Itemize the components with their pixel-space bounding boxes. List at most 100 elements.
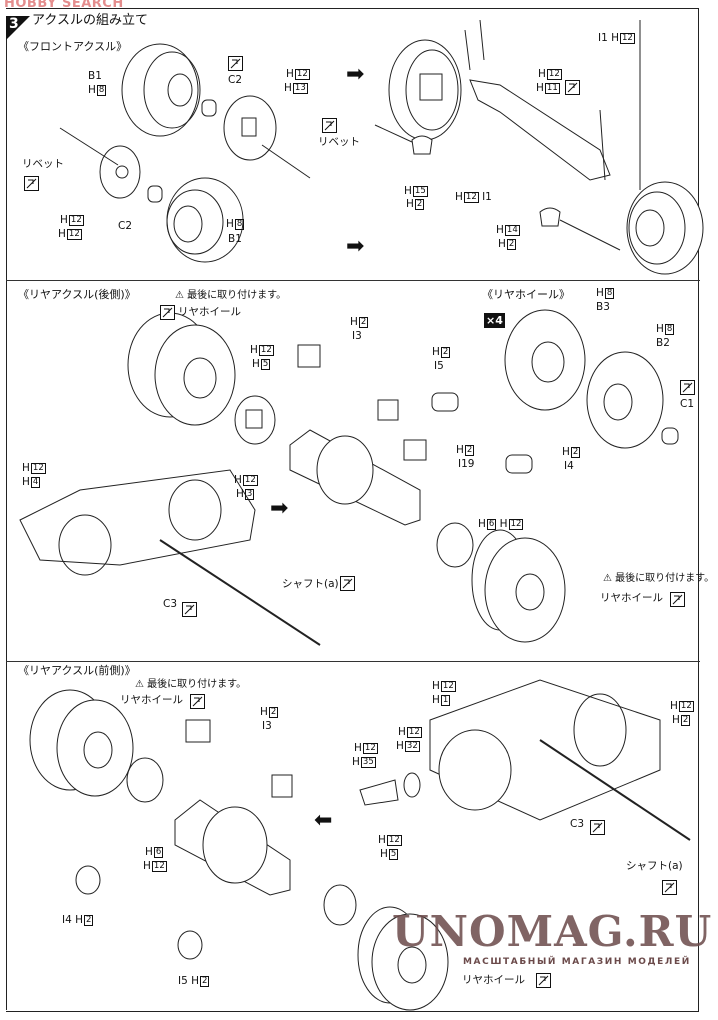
part-label: B3 xyxy=(596,301,610,313)
part-label: I3 xyxy=(352,330,362,342)
part-label: シャフト(a) xyxy=(626,860,683,872)
small-parts-i-front xyxy=(75,719,293,960)
front-axle-heading: 《フロントアクスル》 xyxy=(18,40,128,53)
page-frame xyxy=(6,8,699,1012)
rear-wheel-heading: 《リヤホイール》 xyxy=(482,288,570,301)
unomag-watermark-subtitle: МАСШТАБНЫЙ МАГАЗИН МОДЕЛЕЙ xyxy=(463,957,691,967)
part-label: リヤホイール xyxy=(120,694,183,706)
step-badge xyxy=(6,16,30,40)
front-wheel-top-left xyxy=(121,43,201,137)
collar-c2 xyxy=(147,99,217,203)
cement-icon xyxy=(670,592,685,607)
unomag-watermark: UNOMAG.RU xyxy=(392,907,713,956)
part-label: リベット xyxy=(22,158,64,170)
shaft-a xyxy=(159,539,321,646)
part-label: リヤホイール xyxy=(462,974,525,986)
step-title: アクスルの組み立て xyxy=(32,13,148,28)
quantity-badge: ×4 xyxy=(484,313,505,328)
front-axle-assembly xyxy=(374,19,704,275)
note-text: 最後に取り付けます。 xyxy=(187,290,287,301)
cement-icon xyxy=(680,380,695,395)
part-label: I19 xyxy=(458,458,475,470)
rear-wheel-b3-b2 xyxy=(504,309,679,449)
note-text: 最後に取り付けます。 xyxy=(615,573,715,584)
part-label: I3 xyxy=(262,720,272,732)
rear-axle-housing-front xyxy=(174,799,291,896)
part-label: シャフト(a) xyxy=(282,578,339,590)
part-label: リベット xyxy=(318,136,360,148)
part-label: C3 xyxy=(570,818,585,830)
brake-drum-h6 xyxy=(436,522,474,568)
small-parts-i xyxy=(297,344,533,474)
section-divider xyxy=(6,661,700,662)
cement-icon xyxy=(322,118,337,133)
warning-icon: ⚠ xyxy=(135,679,148,690)
cement-icon xyxy=(536,973,551,988)
part-label: C2 xyxy=(118,220,133,232)
differential-h1-h2 xyxy=(429,679,661,821)
warning-icon: ⚠ xyxy=(603,573,616,584)
rear-back-heading: 《リヤアクスル(後側)》 xyxy=(18,288,136,301)
part-label: B1 xyxy=(88,70,102,82)
arrow-left-icon: ⬅ xyxy=(314,808,333,833)
part-label: C1 xyxy=(680,398,695,410)
brake-drum-h12 xyxy=(99,145,141,199)
cement-icon xyxy=(662,880,677,895)
rear-wheel-front-bottom xyxy=(357,906,449,1011)
note-text: 最後に取り付けます。 xyxy=(147,679,247,690)
brake-drum-h5 xyxy=(234,395,276,445)
part-label: I5 xyxy=(434,360,444,372)
rear-wheel-right xyxy=(471,529,566,643)
cement-icon xyxy=(24,176,39,191)
cement-icon xyxy=(182,602,197,617)
part-label: リヤホイール xyxy=(178,306,241,318)
cement-icon xyxy=(565,80,580,95)
front-wheel-bottom xyxy=(166,177,244,263)
shaft-a-front xyxy=(539,739,691,841)
attach-last-note: ⚠ 最後に取り付けます。 xyxy=(603,573,714,585)
warning-icon: ⚠ xyxy=(175,290,188,301)
attach-last-note: ⚠ 最後に取り付けます。 xyxy=(135,679,246,691)
cement-icon xyxy=(590,820,605,835)
frame-h3-h4 xyxy=(19,469,256,576)
step-number: 3 xyxy=(9,16,19,32)
section-divider xyxy=(6,280,700,281)
rear-wheel-front-left xyxy=(29,689,134,797)
arrow-right-icon: ➡ xyxy=(270,496,289,521)
part-label: I4 xyxy=(564,460,574,472)
cement-icon xyxy=(340,576,355,591)
part-label: C2 xyxy=(228,74,243,86)
